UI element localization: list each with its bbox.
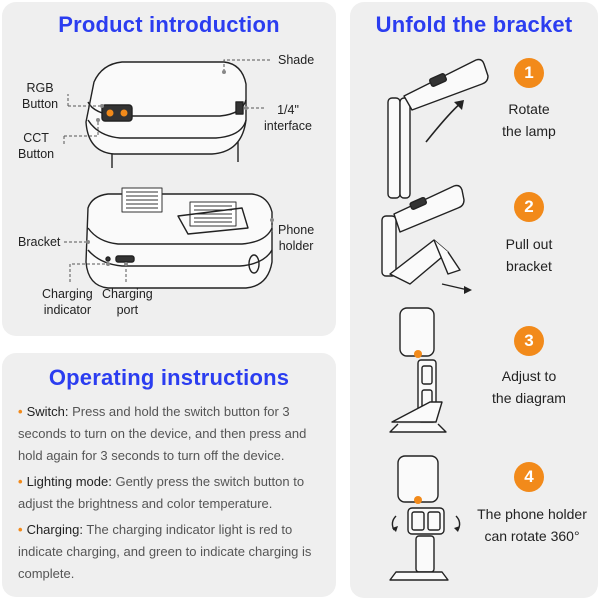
product-diagram <box>63 59 274 289</box>
step-4-badge: 4 <box>514 462 544 492</box>
product-introduction-panel: Product introduction <box>2 2 336 336</box>
product-introduction-title: Product introduction <box>58 12 280 37</box>
unfold-bracket-title: Unfold the bracket <box>375 12 573 37</box>
unfold-bracket-panel: Unfold the bracket <box>350 2 598 598</box>
quarter-inch-interface-label: 1/4"interface <box>264 103 312 133</box>
unfold-steps-illustration <box>381 58 489 581</box>
operating-instructions-title: Operating instructions <box>48 365 290 390</box>
switch-instruction: •Switch: Press and hold the switch butto… <box>18 404 307 463</box>
bullet-icon: • <box>18 404 23 419</box>
bullet-icon: • <box>18 522 23 537</box>
shade-label: Shade <box>278 53 315 67</box>
bullet-icon: • <box>18 474 23 489</box>
operating-instructions-panel: Operating instructions •Switch: Press an… <box>2 353 336 597</box>
step-1-badge: 1 <box>514 58 544 88</box>
step-3-badge: 3 <box>514 326 544 356</box>
bracket-label: Bracket <box>18 235 61 249</box>
lighting-mode-instruction: •Lighting mode: Gently press the switch … <box>18 474 305 511</box>
step-2-badge: 2 <box>514 192 544 222</box>
charging-instruction: •Charging: The charging indicator light … <box>18 522 312 581</box>
